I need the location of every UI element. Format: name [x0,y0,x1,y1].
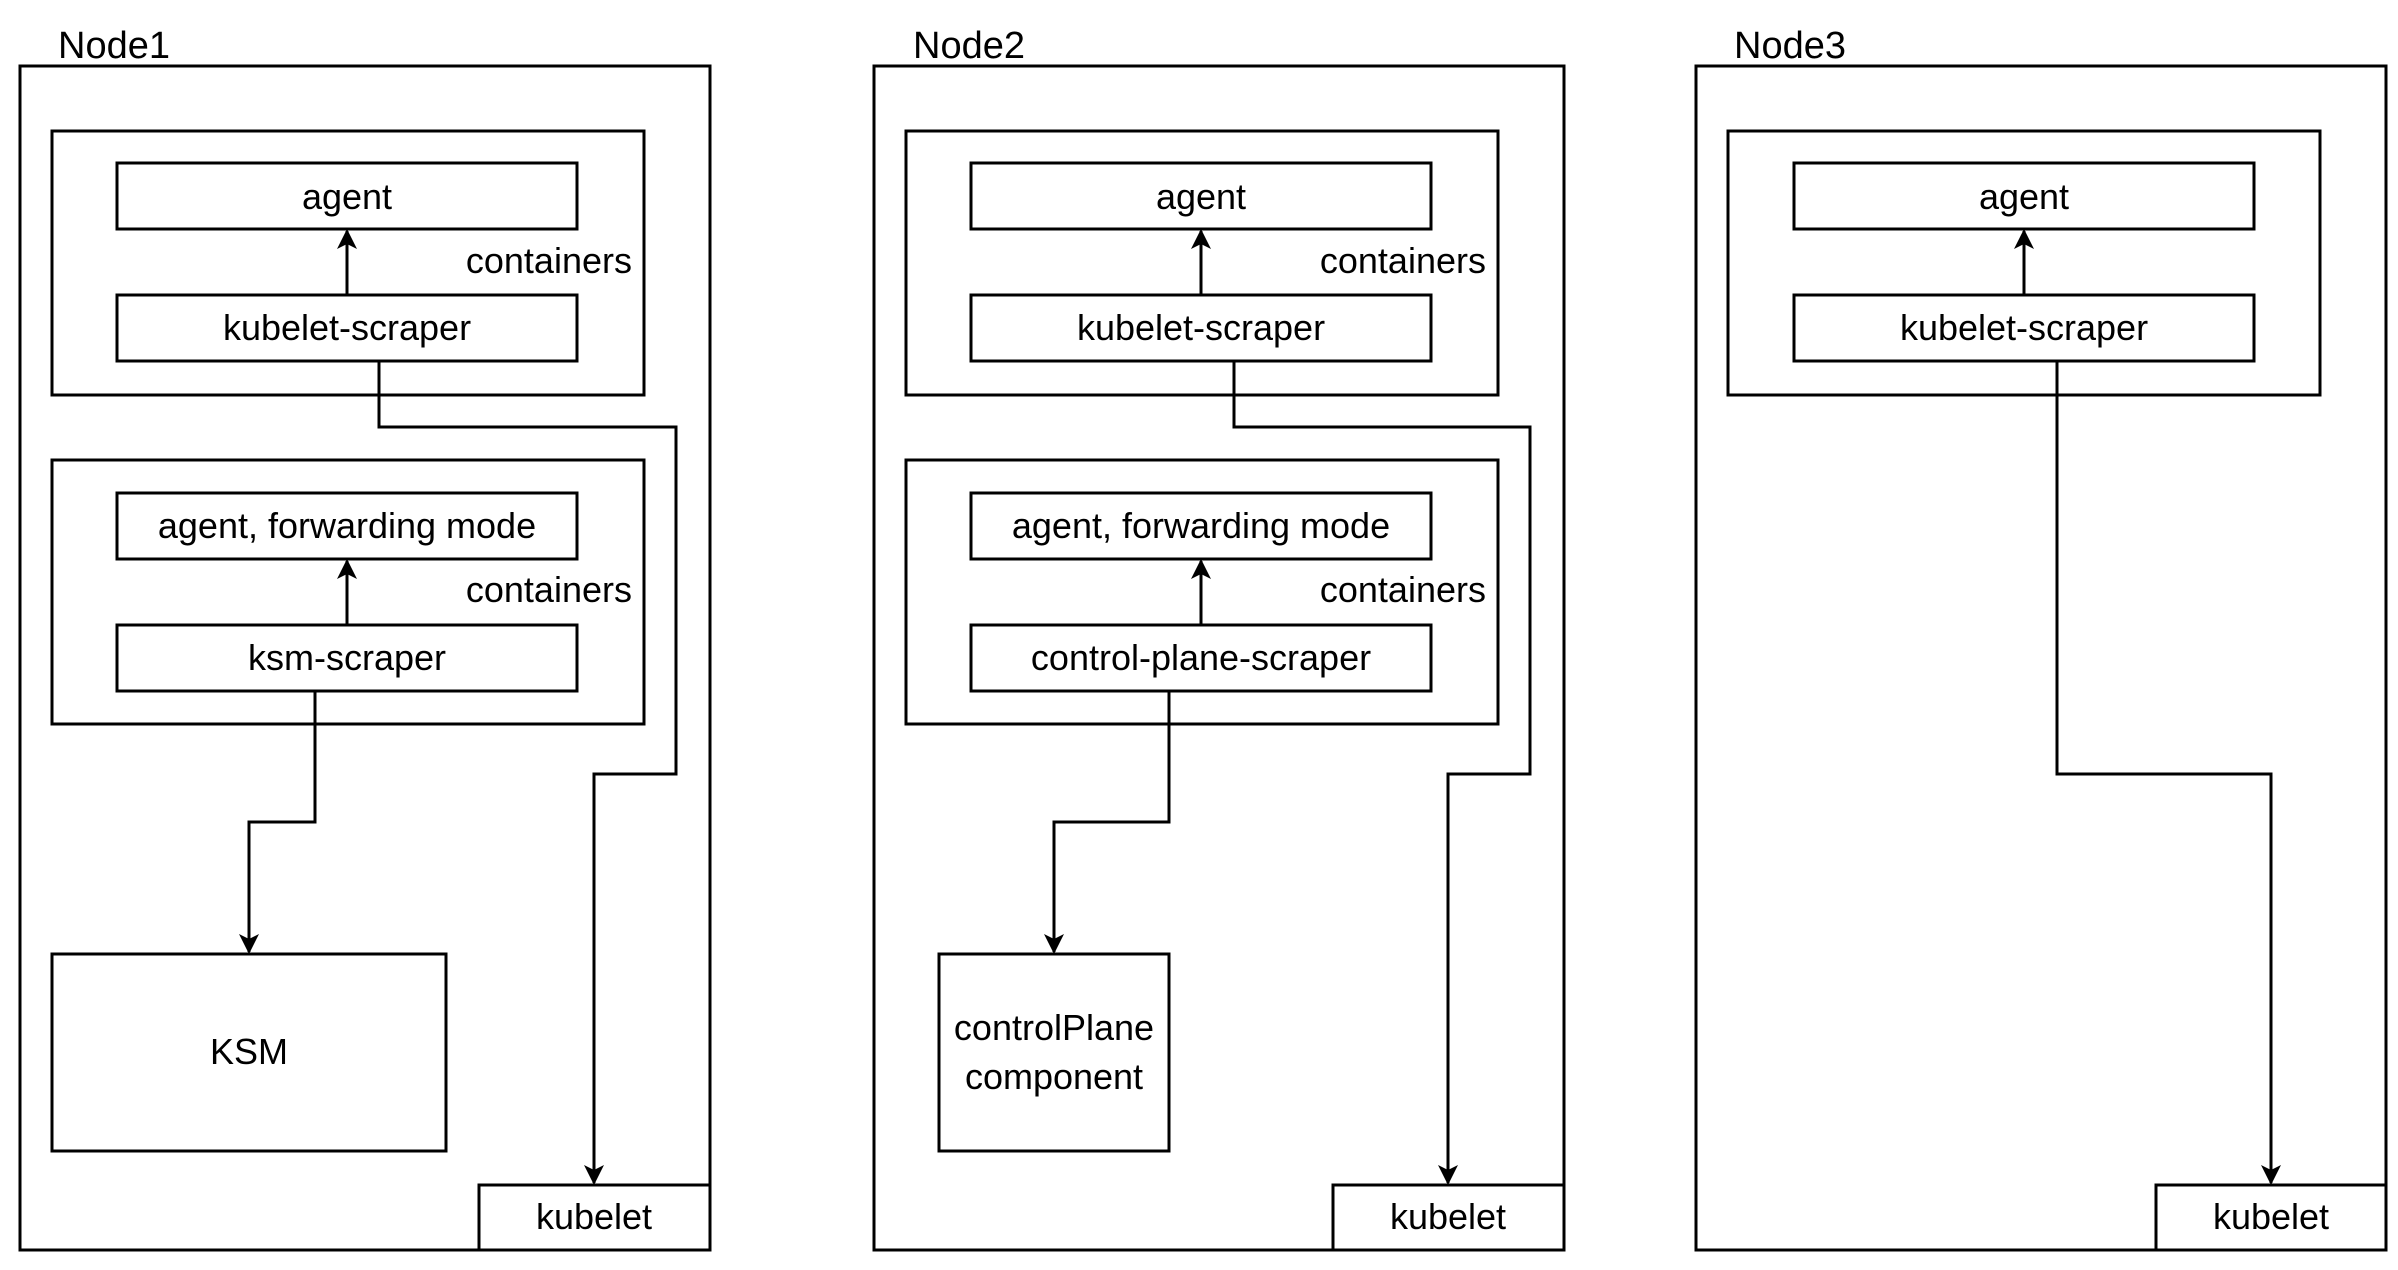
containers-label: containers [1320,240,1486,281]
kubelet-label: kubelet [2213,1196,2329,1237]
control-plane-scraper-to-component-arrow [1044,691,1171,954]
agent-forwarding-container [115,491,579,561]
kubelet-scraper-container [115,293,579,363]
node-title: Node2 [913,25,1025,67]
containers-label: containers [1320,569,1486,610]
node-title: Node1 [58,25,170,67]
ksm-scraper-label: ksm-scraper [248,637,446,678]
control-plane-label-line2: component [965,1056,1143,1097]
kubelet-scraper-to-kubelet-arrow [1232,361,1532,1185]
kubelet-scraper-to-kubelet-arrow [2055,361,2281,1185]
kubelet-scraper-to-kubelet-arrow [377,361,678,1185]
node-3: Node3 agent kubelet-scraper kubelet [1694,25,2388,1252]
control-plane-label-line1: controlPlane [954,1007,1154,1048]
agent-forwarding-label: agent, forwarding mode [1012,505,1390,546]
control-plane-scraper-label: control-plane-scraper [1031,637,1371,678]
agent-label: agent [1979,176,2069,217]
control-plane-scraper-container [969,623,1433,693]
node-title: Node3 [1734,25,1846,67]
agent-label: agent [1156,176,1246,217]
containers-label: containers [466,569,632,610]
agent-container [969,161,1433,231]
kubelet-label: kubelet [536,1196,652,1237]
agent-forwarding-container [969,491,1433,561]
kubelet-scraper-label: kubelet-scraper [1077,307,1325,348]
kubelet-label: kubelet [1390,1196,1506,1237]
agent-forwarding-label: agent, forwarding mode [158,505,536,546]
control-plane-component-box [937,952,1171,1153]
ksm-scraper-container [115,623,579,693]
kubelet-scraper-label: kubelet-scraper [1900,307,2148,348]
ksm-box [50,952,448,1153]
node-1: Node1 agent kubelet-scraper containers a… [18,25,712,1252]
node-2: Node2 agent kubelet-scraper containers a… [872,25,1566,1252]
kubelet-scraper-label: kubelet-scraper [223,307,471,348]
kubelet-box [477,1183,712,1252]
kubelet-scraper-container [1792,293,2256,363]
ksm-scraper-to-ksm-arrow [239,691,317,954]
agent-label: agent [302,176,392,217]
ksm-label: KSM [210,1031,288,1072]
containers-label: containers [466,240,632,281]
kubelet-box [1331,1183,1566,1252]
kubelet-scraper-container [969,293,1433,363]
kubelet-box [2154,1183,2388,1252]
agent-container [1792,161,2256,231]
